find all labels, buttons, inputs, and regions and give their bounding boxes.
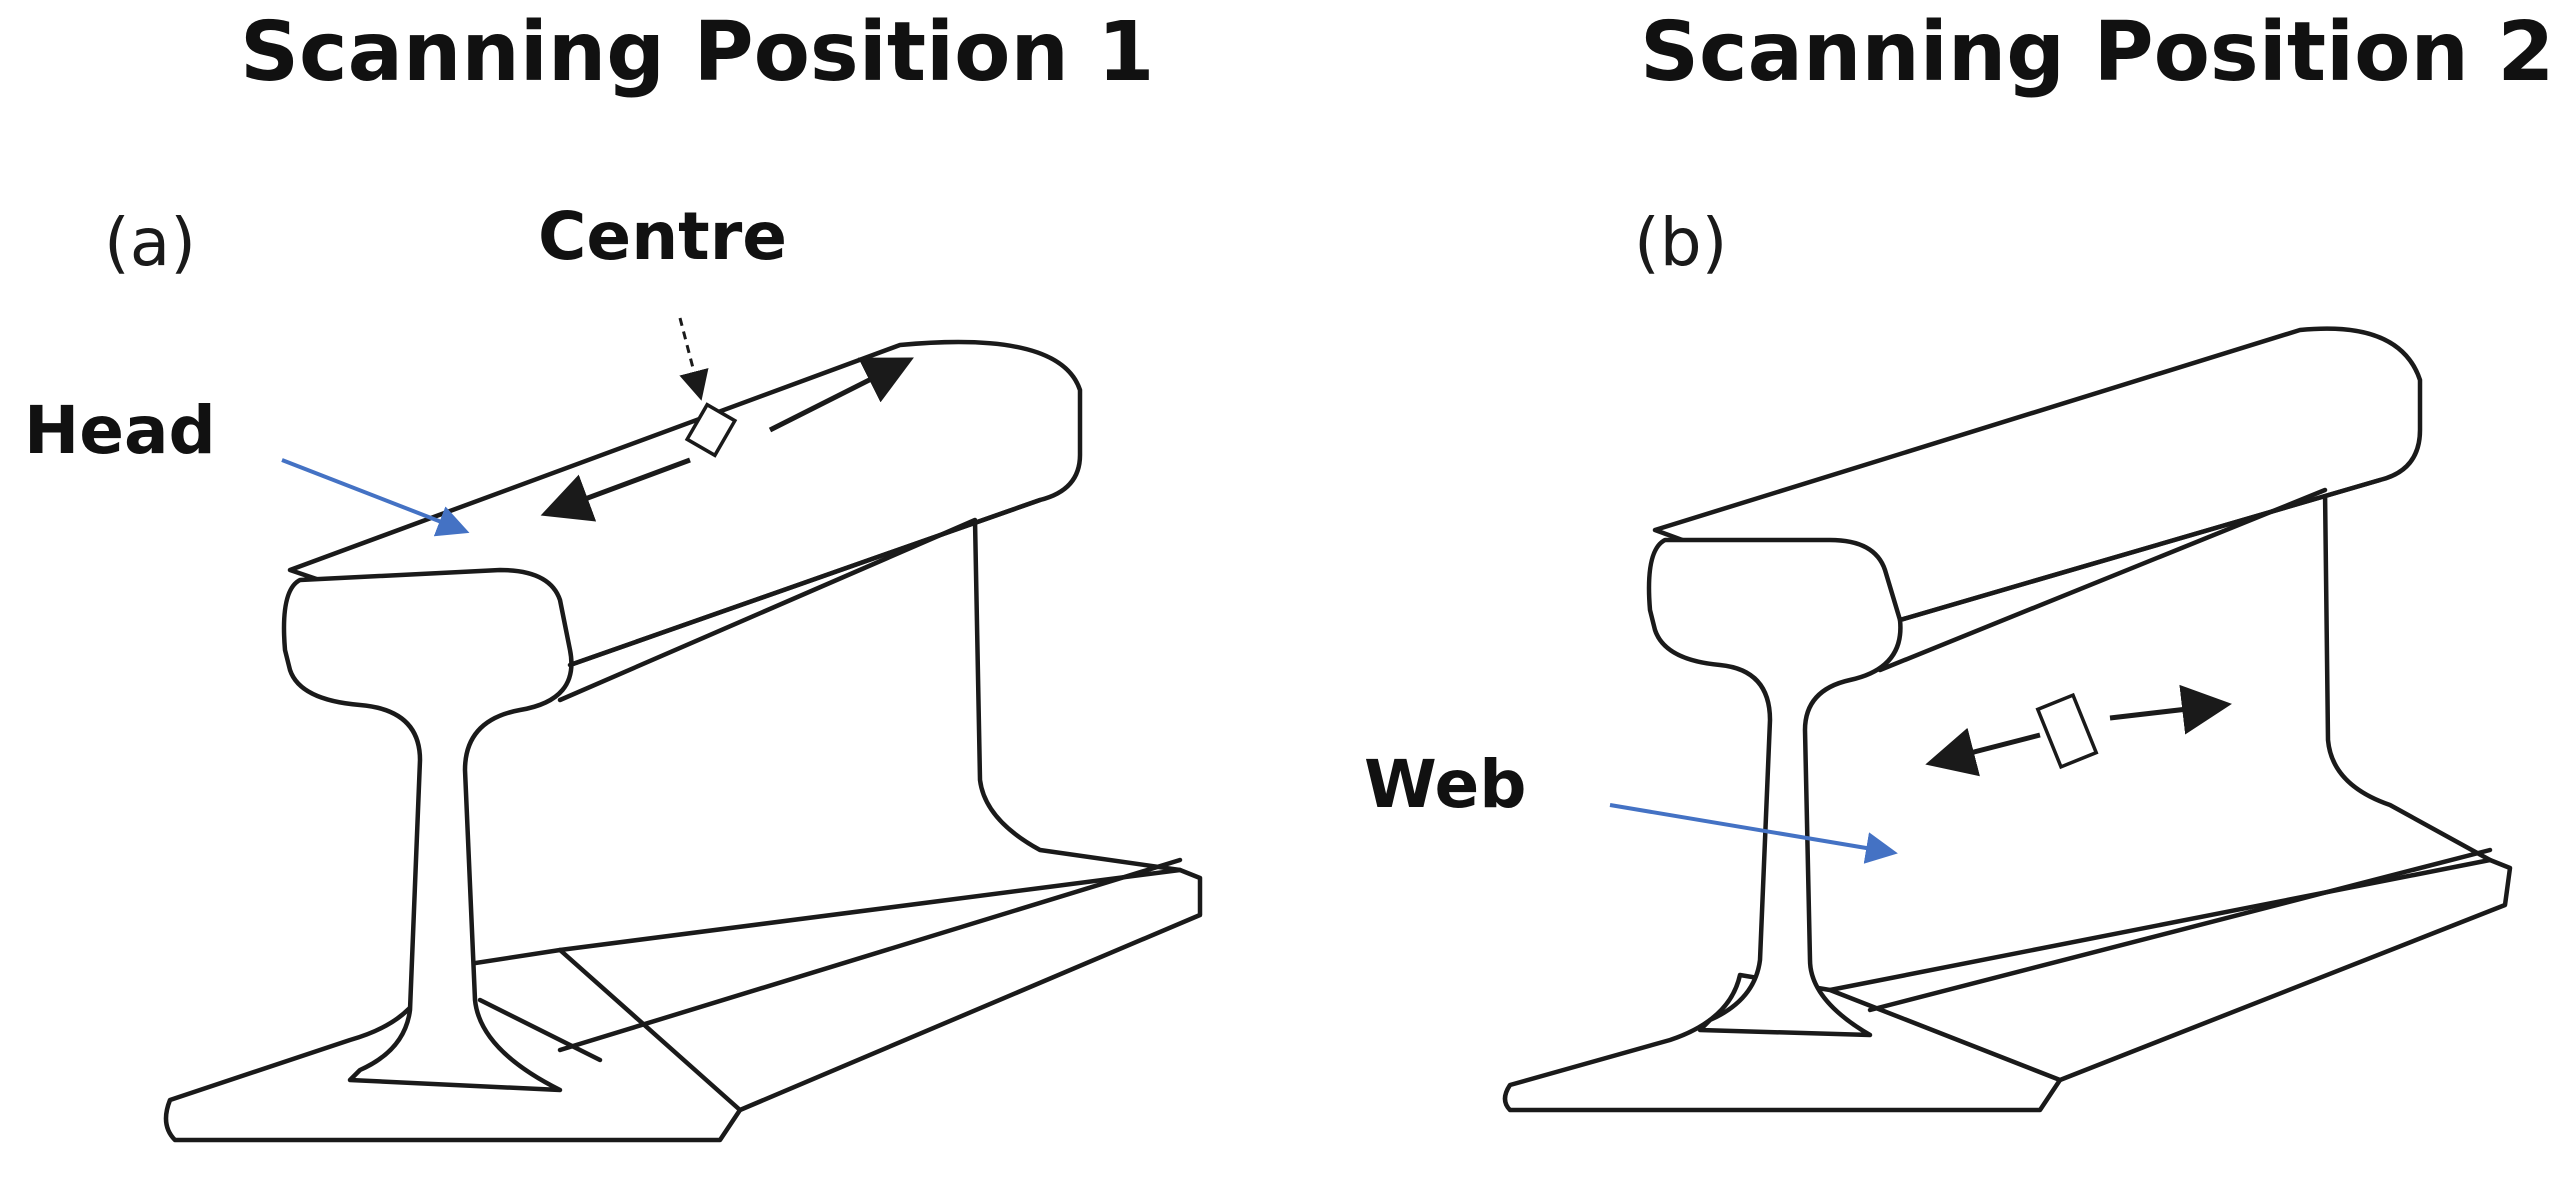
centre-pointer-arrow [678,317,709,401]
panel-2-label: (b) [1634,204,1728,281]
rail-b-foot-edge [1867,847,2493,1013]
panel-1-title: Scanning Position 1 [240,5,1155,100]
rail-b-head-section [1646,537,1903,1038]
rail-b-web-back-edge [2322,487,2493,863]
scan-arrow-left-a [540,457,691,522]
rail-a-web-lower-edge [477,997,603,1063]
head-pointer-arrow [281,458,470,537]
scan-arrow-left-b [1925,727,2041,777]
rail-a-web-back-edge [972,517,1183,873]
probe-b [2035,692,2099,770]
scan-arrows-b [1925,684,2232,777]
rail-a-head-edge [567,497,1043,668]
head-callout-label: Head [24,392,216,469]
rail-b-head-edge [1897,477,2383,623]
panel-1-label: (a) [104,204,196,281]
web-callout-label: Web [1364,746,1527,823]
panel-2-title: Scanning Position 2 [1640,5,2555,100]
scan-arrow-right-b [2109,684,2232,735]
rail-a-web-face [557,517,978,703]
rail-a-head-section [281,567,574,1093]
web-pointer-arrow [1609,803,1898,864]
centre-callout-label: Centre [538,198,788,275]
rail-b-foot-section [1502,972,2063,1113]
probe-a [684,402,738,458]
scan-arrow-right-a [768,357,914,433]
scan-arrows-a [540,317,914,522]
rail-b [1502,326,2513,1113]
rail-a-foot-edge [557,857,1183,1053]
rail-a [163,339,1203,1143]
